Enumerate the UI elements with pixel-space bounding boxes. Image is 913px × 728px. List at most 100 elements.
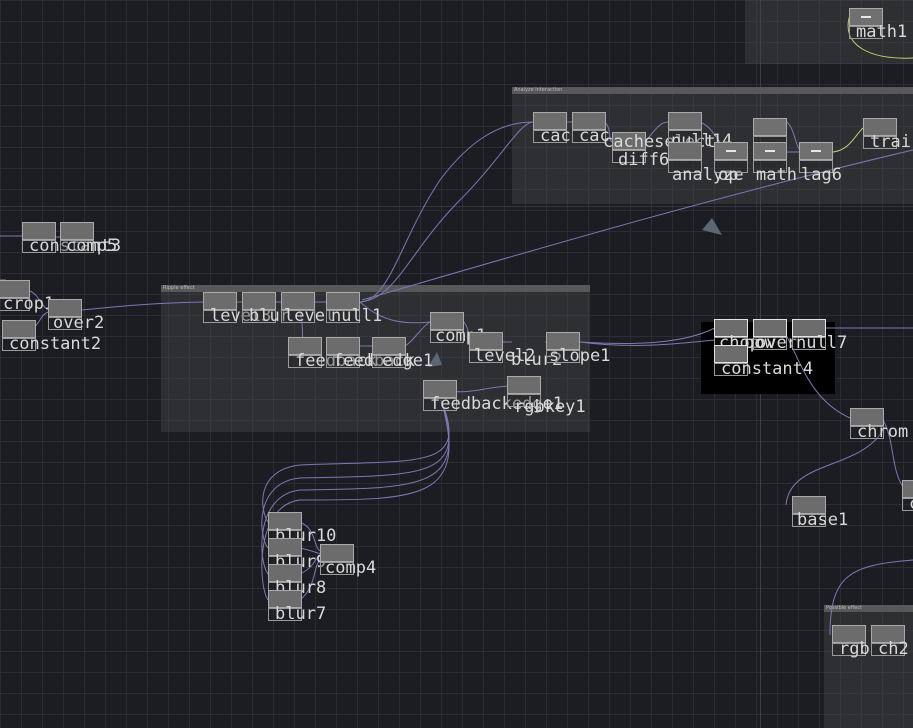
node-label-box [799, 160, 833, 173]
node-thumbnail [849, 8, 883, 26]
node-label-box [469, 350, 503, 363]
node-thumbnail [203, 292, 237, 310]
node-ch2[interactable]: ch2 [871, 625, 909, 658]
node-op[interactable]: op [714, 142, 748, 184]
node-thumbnail [268, 564, 302, 582]
node-constant3[interactable]: constant3 [22, 222, 121, 255]
node-thumbnail [753, 142, 787, 160]
node-label-box [0, 298, 30, 311]
node-name: level3 [210, 306, 272, 326]
node-thumbnail [533, 112, 567, 130]
node-comp1[interactable]: comp1 [430, 312, 486, 345]
node-name: base1 [797, 510, 849, 530]
node-over2[interactable]: over2 [48, 299, 104, 332]
node-trail[interactable]: trai [863, 118, 911, 151]
top-right-network-box [745, 0, 913, 64]
node-label-box [546, 350, 580, 363]
node-blur[interactable]: blur [242, 292, 290, 325]
node-name: comp5 [66, 236, 118, 256]
node-level2[interactable]: level2 [469, 332, 535, 365]
node-name: constant2 [9, 334, 102, 354]
node-label-box [48, 317, 82, 330]
node-name: pow [744, 333, 775, 353]
node-name: cac [579, 126, 610, 146]
node-label-box [60, 240, 94, 253]
node-feedbackedge1[interactable]: feedbackedge1 [423, 380, 563, 413]
node-name: constant4 [721, 359, 814, 379]
node-feedback1[interactable]: feedback [288, 337, 377, 370]
node-cacheselect[interactable]: diff6 cacheselect [603, 132, 716, 169]
node-feedback2[interactable]: feedback [326, 337, 415, 370]
dash-icon [726, 150, 736, 152]
node-thumbnail [288, 337, 322, 355]
node-comp4[interactable]: comp4 [320, 544, 376, 577]
node-chrom[interactable]: chrom [850, 408, 908, 441]
node-base1[interactable]: base1 [792, 496, 848, 529]
node-name: math [756, 165, 797, 185]
node-thumbnail [281, 292, 315, 310]
node-constant4[interactable]: constant4 [714, 345, 813, 378]
node-blur7[interactable]: blur7 [268, 590, 326, 623]
dash-icon [765, 150, 775, 152]
node-rgbkey1[interactable]: rgbkey1 [507, 376, 586, 416]
node-label-box [288, 355, 322, 368]
node-name: null7 [796, 333, 848, 353]
node-name: comp4 [325, 558, 377, 578]
node-label-box [281, 310, 315, 323]
node-thumbnail [714, 142, 748, 160]
node-name: slope1 [549, 346, 611, 366]
node-thumbnail [863, 118, 897, 136]
node-name: lag6 [801, 165, 842, 185]
node-level[interactable]: level [281, 292, 335, 325]
node-crop1[interactable]: crop1 [0, 280, 54, 313]
comment-title: Ripple effect [161, 285, 590, 292]
node-label-box [326, 310, 360, 323]
node-level3[interactable]: level3 [203, 292, 271, 325]
node-label-box [714, 363, 748, 376]
node-thumbnail [832, 625, 866, 643]
node-thumbnail [668, 142, 702, 160]
node-name: trai [870, 132, 911, 152]
node-edge1[interactable]: edge1 [372, 337, 433, 370]
node-label-box [871, 643, 905, 656]
node-thumbnail [60, 222, 94, 240]
node-math-b[interactable]: math [753, 142, 797, 184]
node-c-edge[interactable]: c [902, 480, 913, 513]
node-label-box [850, 426, 884, 439]
node-pow[interactable]: pow over [744, 319, 797, 352]
node-null7[interactable]: null7 [792, 319, 847, 352]
node-thumbnail [714, 319, 748, 337]
node-blur2[interactable]: blur2 [507, 342, 562, 372]
comment-analyze-interaction[interactable]: Analyze interaction [512, 87, 913, 204]
node-lag6[interactable]: lag6 [799, 142, 842, 184]
node-thumbnail [871, 625, 905, 643]
node-thumbnail [753, 118, 787, 136]
node-label-box [714, 160, 748, 173]
node-thumbnail [792, 496, 826, 514]
node-thumbnail [753, 319, 787, 337]
node-null1[interactable]: null1 [326, 292, 382, 325]
node-constant2[interactable]: constant2 [2, 320, 101, 353]
node-rgb[interactable]: rgb [832, 625, 870, 658]
node-label-box [792, 514, 826, 527]
node-cache2[interactable]: cac [572, 112, 610, 145]
node-cache1[interactable]: cac [533, 112, 571, 145]
node-null14[interactable]: null14 [668, 112, 732, 150]
node-label-box [423, 398, 457, 411]
node-name: level2 [474, 346, 536, 366]
node-thumbnail [850, 408, 884, 426]
node-comp5[interactable]: comp5 [60, 222, 117, 255]
node-thumbnail [48, 299, 82, 317]
node-label-box [612, 150, 646, 163]
node-label-box [320, 562, 354, 575]
node-slope1[interactable]: slope1 [546, 332, 610, 365]
node-analyze[interactable]: analyze [668, 142, 744, 184]
node-thumbnail [326, 292, 360, 310]
node-label-box [753, 337, 787, 350]
node-label-box [507, 394, 541, 407]
node-math1[interactable]: math1 [849, 8, 907, 41]
node-name: constant3 [29, 236, 122, 256]
node-name: blur2 [511, 350, 563, 370]
